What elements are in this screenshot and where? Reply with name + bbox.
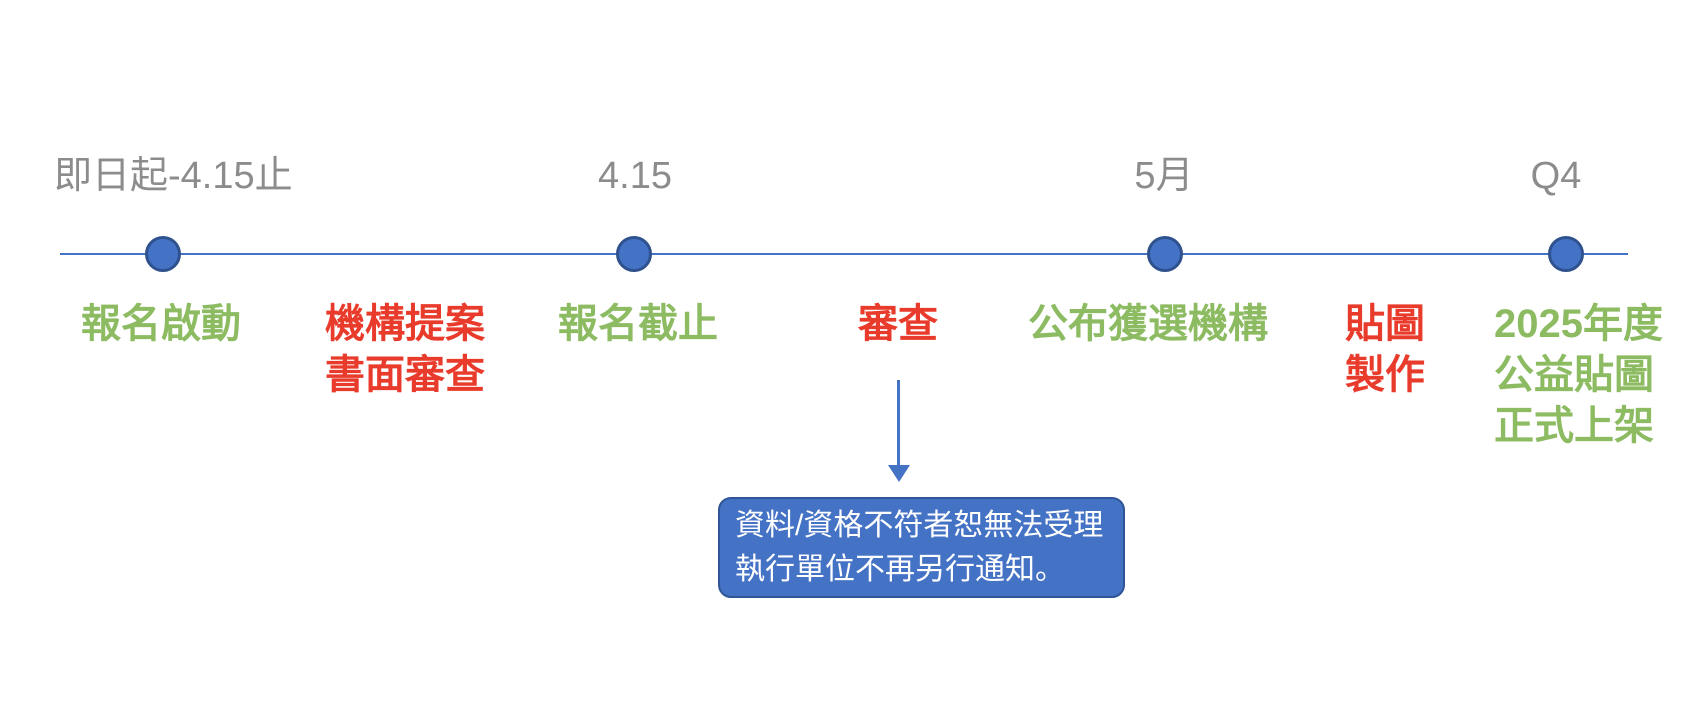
phase-line: 正式上架: [1494, 404, 1654, 448]
phase-review: 審查: [858, 299, 938, 350]
timeline-dot-1: [145, 236, 181, 272]
timeline-dot-3: [1147, 236, 1183, 272]
phase-registration-start: 報名啟動: [81, 299, 241, 350]
review-note-callout: 資料/資格不符者恕無法受理 執行單位不再另行通知。: [718, 497, 1125, 598]
phase-line: 公益貼圖: [1494, 353, 1654, 397]
phase-registration-close: 報名截止: [558, 299, 718, 350]
phase-line: 機構提案: [325, 302, 485, 346]
phase-line: 書面審查: [325, 353, 485, 397]
date-label-may: 5月: [1134, 155, 1194, 197]
date-label-registration-period: 即日起-4.15止: [54, 155, 293, 197]
date-label-q4: Q4: [1530, 155, 1582, 197]
down-arrow-shaft: [897, 380, 900, 466]
phase-proposal-review: 機構提案 書面審查: [325, 299, 485, 401]
callout-line: 執行單位不再另行通知。: [735, 553, 1065, 586]
timeline-axis-line: [60, 253, 1628, 255]
down-arrow-icon: [888, 465, 910, 482]
timeline-dot-2: [616, 236, 652, 272]
phase-announce-selected: 公布獲選機構: [1028, 299, 1268, 350]
phase-sticker-launch: 2025年度 公益貼圖 正式上架: [1494, 299, 1663, 452]
phase-sticker-production: 貼圖 製作: [1345, 299, 1425, 401]
phase-line: 製作: [1345, 353, 1425, 397]
phase-line: 報名截止: [558, 302, 718, 346]
phase-line: 2025年度: [1494, 302, 1663, 346]
phase-line: 審查: [858, 302, 938, 346]
date-label-deadline: 4.15: [598, 155, 672, 197]
timeline-dot-4: [1548, 236, 1584, 272]
callout-line: 資料/資格不符者恕無法受理: [735, 509, 1104, 542]
phase-line: 報名啟動: [81, 302, 241, 346]
phase-line: 公布獲選機構: [1028, 302, 1268, 346]
phase-line: 貼圖: [1345, 302, 1425, 346]
